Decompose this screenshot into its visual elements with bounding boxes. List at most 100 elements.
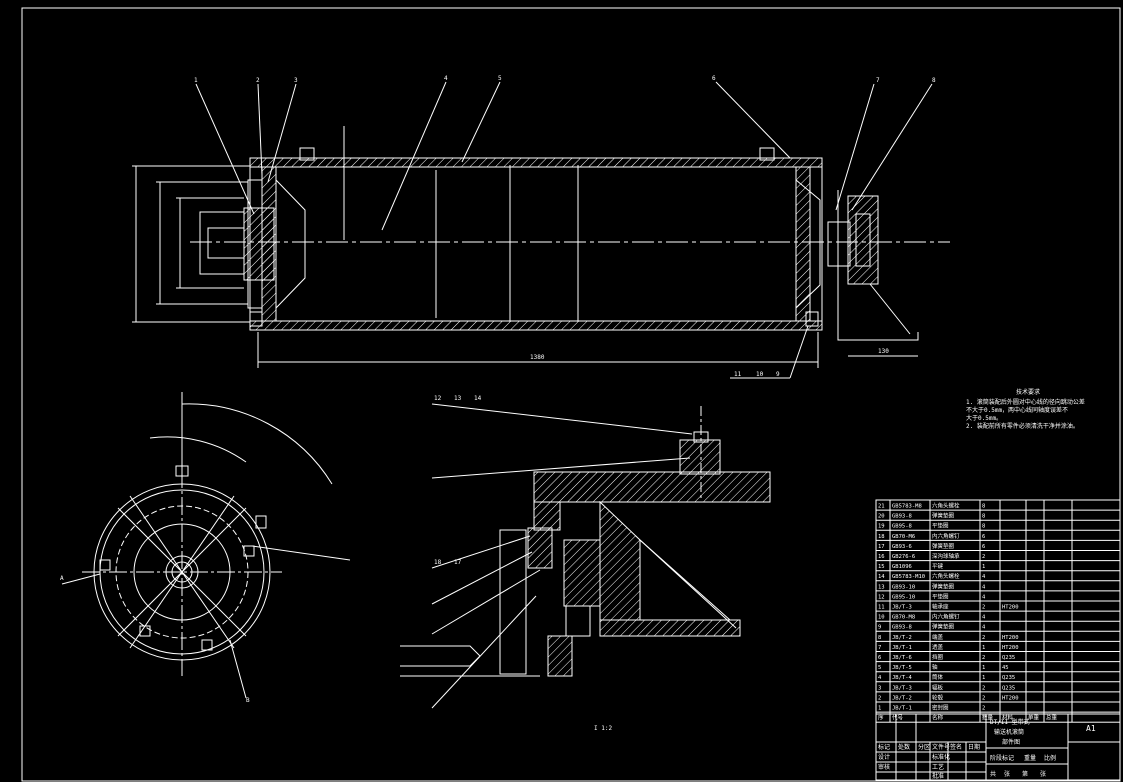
- parts-cell: GB1096: [892, 564, 912, 570]
- parts-cell: 平垫圈: [932, 522, 949, 530]
- notes-title: 技术要求: [1016, 388, 1040, 396]
- parts-cell: 1: [982, 675, 985, 681]
- parts-cell: 内六角螺钉: [932, 613, 960, 621]
- parts-cell: JB/T-3: [892, 605, 912, 611]
- parts-cell: 45: [1002, 665, 1009, 671]
- parts-cell: 12: [878, 594, 885, 600]
- title-main: DT/II 型带式: [990, 718, 1030, 726]
- detail-callout-18: 18: [434, 559, 442, 566]
- parts-cell: 17: [878, 544, 885, 550]
- end-view-labels: A B: [60, 575, 250, 704]
- tb-label-sign: 签名: [950, 743, 962, 751]
- parts-cell: GB95-8: [892, 524, 912, 530]
- callout-8: 8: [932, 77, 936, 84]
- parts-cell: 筒体: [932, 673, 944, 681]
- parts-cell: JB/T-4: [892, 675, 913, 681]
- parts-cell: GB5783-M10: [892, 574, 925, 580]
- parts-cell: 2: [982, 706, 985, 712]
- parts-header-cell: 代号: [892, 714, 904, 722]
- parts-cell: 4: [878, 675, 882, 681]
- callout-10: 10: [756, 371, 764, 378]
- detail-callout-14: 14: [474, 395, 482, 402]
- parts-cell: 4: [982, 625, 986, 631]
- parts-cell: 8: [982, 504, 985, 510]
- tb-label-std: 标准化: [932, 753, 950, 761]
- parts-cell: 轴: [932, 663, 938, 671]
- parts-cell: 端盖: [932, 633, 944, 641]
- parts-cell: GB70-M6: [892, 534, 915, 540]
- parts-cell: 2: [982, 635, 985, 641]
- parts-header-cell: 名称: [932, 714, 944, 722]
- parts-cell: 2: [982, 655, 985, 661]
- end-view: [61, 392, 351, 699]
- parts-cell: 6: [878, 655, 881, 661]
- parts-cell: 4: [982, 574, 986, 580]
- pulley-section-view: [132, 81, 950, 379]
- parts-cell: HT200: [1002, 635, 1019, 641]
- notes-line-2: 不大于0.5mm，两中心线同轴度误差不: [966, 406, 1068, 414]
- parts-cell: 1: [982, 665, 985, 671]
- tb-label-review: 审核: [878, 763, 890, 771]
- tb-label-no: 第: [1022, 770, 1028, 778]
- parts-cell: Q235: [1002, 675, 1015, 681]
- callout-5: 5: [498, 75, 502, 82]
- callout-9: 9: [776, 371, 780, 378]
- callout-4: 4: [444, 75, 448, 82]
- parts-cell: 2: [982, 695, 985, 701]
- parts-cell: 18: [878, 534, 885, 540]
- notes-line-4: 2. 装配前所有零件必须清洗干净并涂油。: [966, 422, 1079, 430]
- drawing-border: [21, 7, 1121, 782]
- parts-cell: JB/T-1: [892, 706, 912, 712]
- parts-cell: 7: [878, 645, 881, 651]
- parts-cell: 深沟球轴承: [932, 552, 960, 560]
- parts-cell: 弹簧垫圈: [932, 542, 955, 550]
- parts-cell: 1: [878, 706, 881, 712]
- parts-cell: GB70-M8: [892, 615, 915, 621]
- parts-cell: 11: [878, 605, 885, 611]
- title-sub2: 部件图: [1002, 738, 1020, 746]
- parts-cell: 2: [982, 685, 985, 691]
- tb-label-total: 共: [990, 770, 996, 778]
- parts-cell: 8: [982, 524, 985, 530]
- parts-cell: JB/T-6: [892, 655, 912, 661]
- right-width-dim: 130: [878, 348, 889, 355]
- parts-cell: 9: [878, 625, 881, 631]
- parts-cell: 挡圈: [932, 653, 944, 661]
- parts-cell: JB/T-2: [892, 635, 912, 641]
- detail-view-labels: 12 13 14 18 17 I 1:2: [434, 395, 612, 732]
- parts-cell: GB93-8: [892, 625, 912, 631]
- parts-cell: 16: [878, 554, 885, 560]
- parts-cell: GB93-10: [892, 584, 915, 590]
- parts-cell: 2: [982, 554, 985, 560]
- callout-3: 3: [294, 77, 298, 84]
- parts-cell: 2: [878, 695, 881, 701]
- title-sub: 输送机滚筒: [994, 728, 1024, 736]
- parts-cell: 1: [982, 564, 985, 570]
- detail-callout-17: 17: [454, 559, 462, 566]
- tb-label-design: 设计: [878, 753, 890, 761]
- parts-cell: JB/T-5: [892, 665, 912, 671]
- parts-cell: Q235: [1002, 655, 1015, 661]
- tb-label-doc: 文件号: [932, 743, 950, 751]
- parts-header-cell: 材料: [1002, 714, 1014, 722]
- parts-cell: 2: [982, 605, 985, 611]
- parts-cell: 六角头螺栓: [932, 502, 960, 510]
- parts-cell: GB5783-M8: [892, 504, 922, 510]
- detail-callout-13: 13: [454, 395, 462, 402]
- parts-cell: 6: [982, 544, 985, 550]
- tb-label-date: 日期: [968, 743, 980, 751]
- parts-cell: 15: [878, 564, 885, 570]
- parts-cell: 5: [878, 665, 881, 671]
- parts-cell: 平垫圈: [932, 592, 949, 600]
- parts-cell: GB95-10: [892, 594, 915, 600]
- overall-length-dim: 1380: [530, 354, 545, 361]
- parts-cell: 8: [982, 514, 985, 520]
- parts-cell: 4: [982, 594, 986, 600]
- tb-label-sheets: 张: [1004, 770, 1010, 778]
- callout-1: 1: [194, 77, 198, 84]
- top-view-callouts: 1 2 3 4 5 6 7 8 11 10 9 1380 130: [194, 75, 936, 378]
- parts-cell: 4: [982, 615, 986, 621]
- parts-cell: 轴承座: [932, 603, 949, 611]
- tb-label-sheet: 张: [1040, 770, 1046, 778]
